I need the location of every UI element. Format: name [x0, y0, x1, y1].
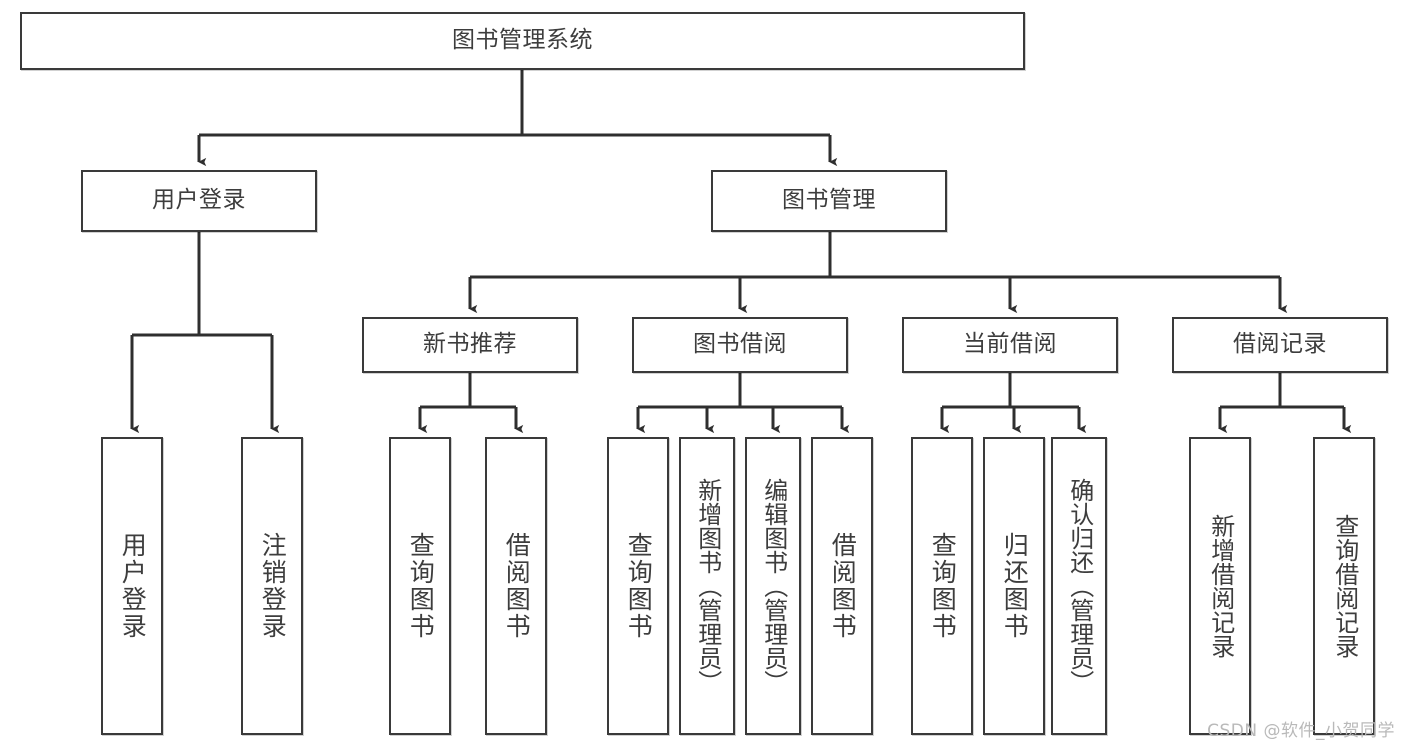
node-leaf-add-book[interactable]: 新增图书（管理员）	[679, 437, 735, 735]
node-leaf-query-book-3-label: 查询图书	[928, 532, 958, 640]
node-current-borrow[interactable]: 当前借阅	[902, 317, 1118, 373]
node-leaf-query-record-label: 查询借阅记录	[1330, 514, 1359, 658]
node-book-borrow[interactable]: 图书借阅	[632, 317, 848, 373]
node-leaf-borrow-book-1-label: 借阅图书	[502, 532, 532, 640]
node-leaf-add-book-label: 新增图书（管理员）	[693, 478, 722, 694]
node-new-book-rec-label: 新书推荐	[423, 331, 517, 358]
node-leaf-edit-book[interactable]: 编辑图书（管理员）	[745, 437, 801, 735]
node-leaf-query-record[interactable]: 查询借阅记录	[1313, 437, 1375, 735]
node-leaf-logout[interactable]: 注销登录	[241, 437, 303, 735]
node-book-manage-label: 图书管理	[782, 187, 876, 214]
node-leaf-query-book-2-label: 查询图书	[624, 532, 654, 640]
node-leaf-query-book-1[interactable]: 查询图书	[389, 437, 451, 735]
node-leaf-confirm-return-label: 确认归还（管理员）	[1065, 478, 1094, 694]
node-borrow-record-label: 借阅记录	[1233, 331, 1327, 358]
node-book-manage[interactable]: 图书管理	[711, 170, 947, 232]
node-current-borrow-label: 当前借阅	[963, 331, 1057, 358]
node-user-login-label: 用户登录	[152, 187, 246, 214]
node-leaf-borrow-book-2-label: 借阅图书	[828, 532, 858, 640]
node-leaf-add-record[interactable]: 新增借阅记录	[1189, 437, 1251, 735]
node-book-borrow-label: 图书借阅	[693, 331, 787, 358]
node-leaf-edit-book-label: 编辑图书（管理员）	[759, 478, 788, 694]
node-leaf-user-login[interactable]: 用户登录	[101, 437, 163, 735]
node-leaf-return-book[interactable]: 归还图书	[983, 437, 1045, 735]
node-root[interactable]: 图书管理系统	[20, 12, 1025, 70]
node-leaf-add-record-label: 新增借阅记录	[1206, 514, 1235, 658]
node-leaf-logout-label: 注销登录	[258, 532, 288, 640]
node-leaf-borrow-book-1[interactable]: 借阅图书	[485, 437, 547, 735]
node-leaf-user-login-label: 用户登录	[118, 532, 148, 640]
node-root-label: 图书管理系统	[452, 27, 593, 54]
node-new-book-rec[interactable]: 新书推荐	[362, 317, 578, 373]
csdn-watermark: CSDN @软件_小贺同学	[1207, 721, 1395, 741]
node-leaf-confirm-return[interactable]: 确认归还（管理员）	[1051, 437, 1107, 735]
node-leaf-query-book-1-label: 查询图书	[406, 532, 436, 640]
node-borrow-record[interactable]: 借阅记录	[1172, 317, 1388, 373]
node-leaf-borrow-book-2[interactable]: 借阅图书	[811, 437, 873, 735]
node-leaf-query-book-3[interactable]: 查询图书	[911, 437, 973, 735]
node-user-login[interactable]: 用户登录	[81, 170, 317, 232]
node-leaf-return-book-label: 归还图书	[1000, 532, 1030, 640]
node-leaf-query-book-2[interactable]: 查询图书	[607, 437, 669, 735]
